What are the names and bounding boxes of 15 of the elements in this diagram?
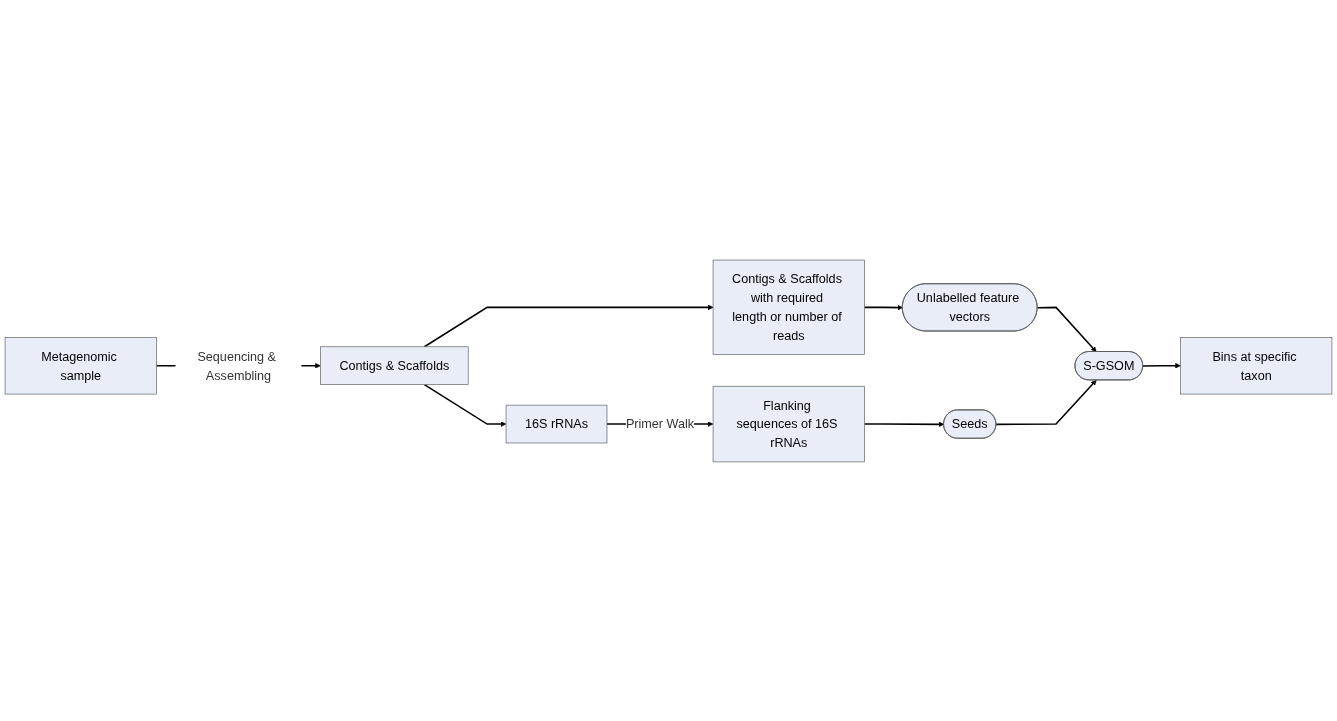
node-box: Contigs & Scaffolds with required length or number of reads xyxy=(712,259,865,355)
arrow xyxy=(1142,362,1181,368)
arrow xyxy=(995,379,1097,425)
node-box: 16S rRNAs xyxy=(505,404,608,443)
arrow xyxy=(423,304,714,348)
node-box: Flanking sequences of 16S rRNAs xyxy=(712,385,865,462)
edge-label: Primer Walk xyxy=(625,416,695,431)
arrow xyxy=(423,383,507,427)
node-box: Contigs & Scaffolds xyxy=(320,346,469,385)
arrow xyxy=(863,421,945,427)
arrow xyxy=(1036,306,1097,352)
arrow xyxy=(863,304,903,310)
edge-label: Sequencing & Assembling xyxy=(197,348,276,382)
node-box: Metagenomic sample xyxy=(4,336,157,394)
node-box: Bins at specific taxon xyxy=(1180,336,1333,394)
